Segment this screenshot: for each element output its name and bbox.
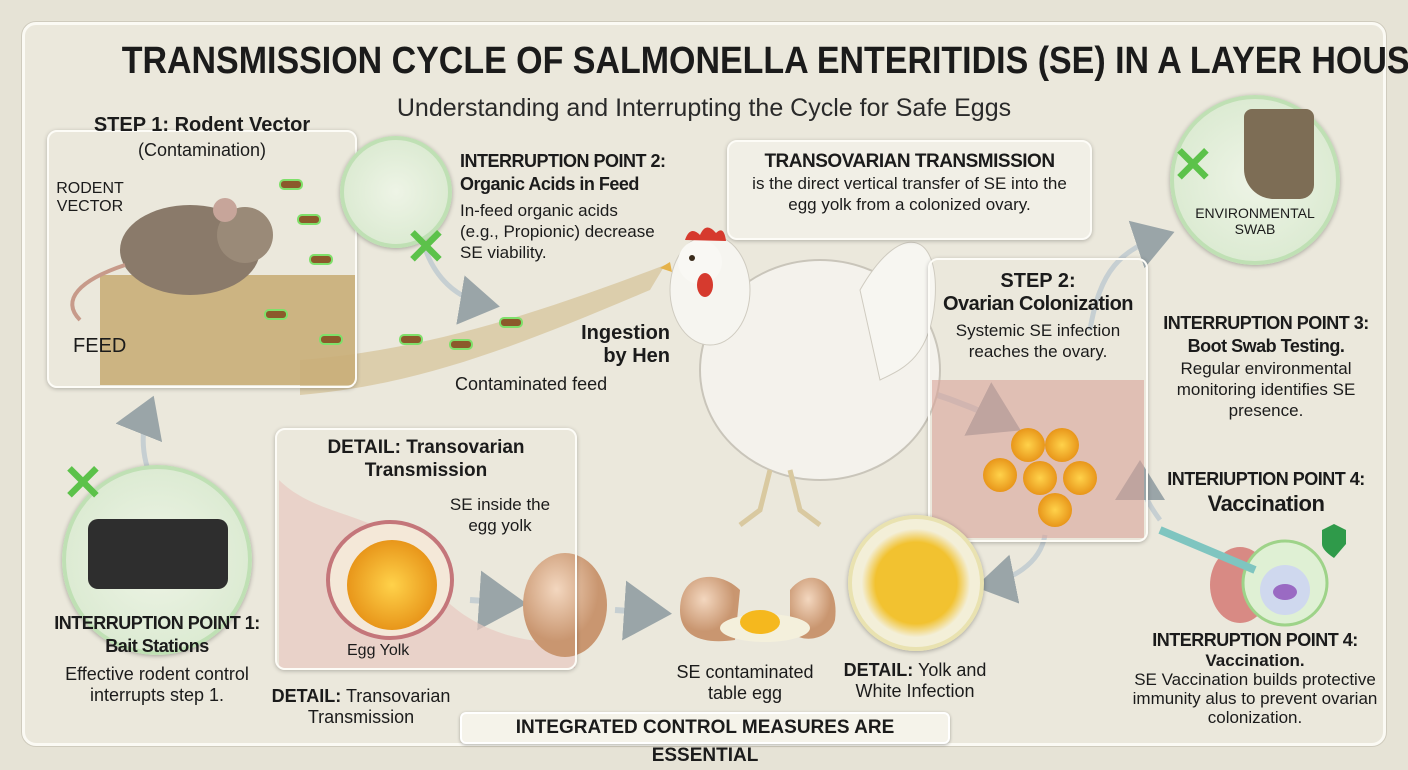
interruption2-title: INTERRUPTION POINT 2: <box>460 151 666 171</box>
transovarian-detail-panel: DETAIL: Transovarian Transmission SE ins… <box>275 428 577 670</box>
transovarian-detail-illustration <box>279 480 607 668</box>
interruption3-title: INTERRUPTION POINT 3: <box>1163 313 1369 333</box>
x-mark-icon: ✕ <box>62 455 104 511</box>
arrow-to-feed <box>417 229 500 325</box>
detail1-caption: DETAIL: Transovarian Transmission <box>268 686 454 728</box>
step1-title: STEP 1: Rodent Vector <box>93 114 311 136</box>
se-inside-yolk-label: SE inside the egg yolk <box>449 495 551 535</box>
step2-title: STEP 2: <box>1000 270 1076 292</box>
interruption2-body: In-feed organic acids (e.g., Propionic) … <box>460 201 655 262</box>
arrow-to-swab <box>1087 220 1175 331</box>
swab-label: ENVIRONMENTAL SWAB <box>1195 205 1315 237</box>
step2-subtitle: Ovarian Colonization <box>942 293 1134 315</box>
organic-acid-circle <box>340 136 452 248</box>
interruption2-text: INTERRUPTION POINT 2: Organic Acids in F… <box>460 150 720 263</box>
detail2-caption-text: Yolk and White Infection <box>855 660 987 701</box>
cracked-egg-illustration <box>680 576 836 642</box>
interruption1-title: INTERRUPTION POINT 1: <box>54 613 260 633</box>
detail1-title: DETAIL: Transovarian Transmission <box>327 437 525 481</box>
interruption4a-title: INTERIUPTION POINT 4: <box>1167 469 1365 489</box>
detail1-caption-bold: DETAIL: <box>271 686 342 706</box>
contaminated-feed-label: Contaminated feed <box>455 374 608 394</box>
interruption1-body: Effective rodent control interrupts step… <box>65 664 249 705</box>
rodent-vector-label: RODENT VECTOR <box>56 180 124 215</box>
transovarian-definition-box: TRANSOVARIAN TRANSMISSION is the direct … <box>727 140 1092 240</box>
egg-yolk-label: Egg Yolk <box>347 642 410 659</box>
detail1-caption-text: Transovarian Transmission <box>307 686 451 727</box>
feed-label: FEED <box>73 335 127 357</box>
interruption4b-body: SE Vaccination builds protective immunit… <box>1132 670 1378 727</box>
boot-icon <box>1244 109 1314 199</box>
interruption3-body: Regular environmental monitoring identif… <box>1176 359 1356 420</box>
step1-panel <box>47 130 357 388</box>
x-mark-icon: ✕ <box>1172 137 1214 193</box>
interruption2-subtitle: Organic Acids in Feed <box>460 174 639 194</box>
environmental-swab-circle: ENVIRONMENTAL SWAB <box>1170 95 1340 265</box>
hen-illustration <box>660 227 941 527</box>
interruption1-text: INTERRUPTION POINT 1: Bait Stations Effe… <box>32 612 282 706</box>
step2-body: Systemic SE infection reaches the ovary. <box>955 321 1121 361</box>
bait-station-circle <box>62 465 252 655</box>
table-egg-label: SE contaminated table egg <box>676 662 814 703</box>
page-title: TRANSMISSION CYCLE OF SALMONELLA ENTERIT… <box>121 40 1408 82</box>
transovarian-body: is the direct vertical transfer of SE in… <box>752 174 1067 214</box>
ovary-illustration <box>932 380 1144 538</box>
rodent-feed-illustration <box>70 198 355 385</box>
step2-panel: STEP 2: Ovarian Colonization Systemic SE… <box>928 258 1148 542</box>
page-subtitle: Understanding and Interrupting the Cycle… <box>396 94 1012 122</box>
x-mark-icon: ✕ <box>405 219 447 275</box>
arrow-egg-to-table <box>614 580 672 641</box>
interruption4a-subtitle: Vaccination <box>1207 491 1325 516</box>
interruption4b-text: INTERRUPTION POINT 4: Vaccination. SE Va… <box>1130 630 1380 727</box>
step1-subtitle: (Contamination) <box>137 140 267 160</box>
interruption3-text: INTERRUPTION POINT 3: Boot Swab Testing.… <box>1152 312 1380 421</box>
arrow-yolk-to-egg <box>469 570 527 631</box>
interruption4b-title: INTERRUPTION POINT 4: <box>1152 630 1358 650</box>
integrated-control-banner: INTEGRATED CONTROL MEASURES ARE ESSENTIA… <box>460 712 950 766</box>
arrow-ovary-to-yolk <box>975 534 1048 604</box>
transovarian-title: TRANSOVARIAN TRANSMISSION <box>764 151 1055 172</box>
page-title-container: TRANSMISSION CYCLE OF SALMONELLA ENTERIT… <box>44 40 1408 88</box>
interruption1-subtitle: Bait Stations <box>105 636 209 656</box>
interruption3-subtitle: Boot Swab Testing. <box>1187 336 1345 356</box>
bacteria-cluster <box>264 179 523 350</box>
ingestion-label: Ingestion by Hen <box>581 322 670 367</box>
detail2-caption-bold: DETAIL: <box>843 660 914 680</box>
feed-stream-arrow <box>300 265 665 395</box>
interruption4a-text: INTERIUPTION POINT 4: Vaccination <box>1152 468 1380 517</box>
bait-station-icon <box>88 519 228 589</box>
detail2-caption: DETAIL: Yolk and White Infection <box>840 660 990 702</box>
vaccination-illustration <box>1158 524 1346 627</box>
interruption4b-subtitle: Vaccination. <box>1205 651 1305 670</box>
yolk-white-detail-circle <box>848 515 984 651</box>
